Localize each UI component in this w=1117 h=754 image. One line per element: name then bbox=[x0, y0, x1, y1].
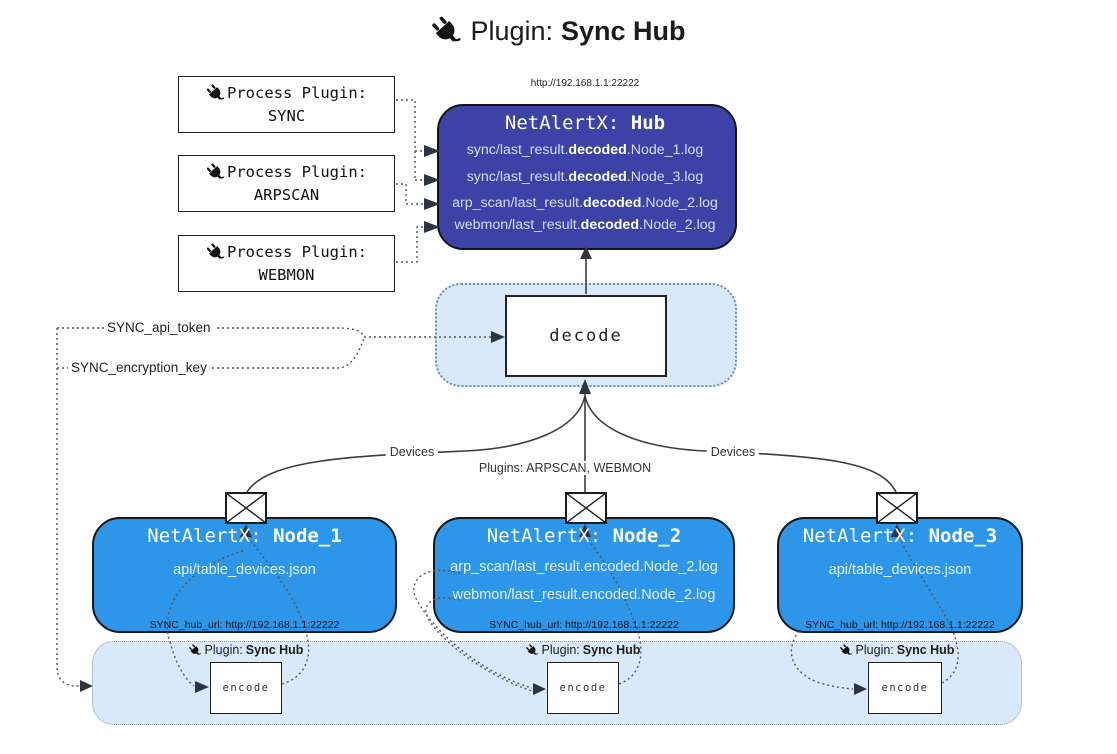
log-prefix: sync/last_result. bbox=[466, 142, 569, 158]
page-title-name: Sync Hub bbox=[561, 16, 686, 46]
plug-icon bbox=[431, 16, 463, 47]
log-suffix: .Node_1.log bbox=[626, 142, 704, 158]
node1-title: NetAlertX: Node_1 bbox=[92, 525, 397, 547]
plug-icon bbox=[206, 162, 225, 182]
encoder-label-name: Sync Hub bbox=[245, 643, 304, 657]
log-prefix: webmon/last_result. bbox=[454, 217, 581, 233]
encoder-label-prefix: Plugin: bbox=[204, 643, 243, 657]
process-plugin-box-sync: Process Plugin: SYNC bbox=[178, 76, 395, 133]
log-bold: decoded bbox=[583, 195, 642, 211]
page-title-prefix: Plugin: bbox=[470, 16, 554, 46]
log-bold: decoded bbox=[568, 142, 627, 158]
process-plugin-box-arpscan: Process Plugin: ARPSCAN bbox=[178, 155, 395, 212]
node-title-prefix: NetAlertX: bbox=[147, 525, 274, 547]
encode1-box: encode bbox=[210, 662, 282, 714]
page-title: Plugin: Sync Hub bbox=[0, 16, 1117, 47]
node-title-name: Node_1 bbox=[273, 525, 342, 547]
process-plugin-name: SYNC bbox=[267, 106, 306, 125]
encode2-box: encode bbox=[547, 662, 619, 714]
envelope1-to-decode-curve bbox=[246, 395, 586, 493]
node-title-prefix: NetAlertX: bbox=[802, 525, 929, 547]
decode-box: decode bbox=[505, 295, 667, 377]
hub-title-prefix: NetAlertX: bbox=[504, 112, 631, 134]
encoder2-label: Plugin: Sync Hub bbox=[525, 643, 641, 657]
plug-icon bbox=[206, 83, 225, 103]
arpscan-connector bbox=[396, 183, 423, 205]
log-bold: decoded bbox=[568, 169, 627, 185]
hub-log-line: arp_scan/last_result.decoded.Node_2.log bbox=[437, 195, 733, 211]
encoder-label-name: Sync Hub bbox=[582, 643, 641, 657]
node-title-name: Node_2 bbox=[612, 525, 682, 547]
process-plugin-label: Process Plugin: bbox=[227, 163, 367, 182]
encoder1-label: Plugin: Sync Hub bbox=[188, 643, 304, 657]
encoder-label-name: Sync Hub bbox=[896, 643, 955, 657]
log-suffix: .Node_3.log bbox=[626, 169, 704, 185]
node3-title: NetAlertX: Node_3 bbox=[777, 525, 1023, 547]
sync-encryption-key-label: SYNC_encryption_key bbox=[68, 360, 210, 375]
encode3-box: encode bbox=[868, 662, 942, 714]
envelope3-to-decode-curve bbox=[584, 395, 897, 493]
process-plugin-label: Process Plugin: bbox=[227, 84, 367, 103]
process-plugin-name: WEBMON bbox=[258, 265, 315, 284]
node1-hub-url: SYNC_hub_url: http://192.168.1.1:22222 bbox=[149, 619, 340, 631]
webmon-connector bbox=[396, 226, 423, 263]
encoder-label-prefix: Plugin: bbox=[855, 643, 894, 657]
node3-line: api/table_devices.json bbox=[828, 562, 972, 578]
node-title-prefix: NetAlertX: bbox=[486, 525, 613, 547]
process-plugin-label: Process Plugin: bbox=[227, 243, 367, 262]
node1-line: api/table_devices.json bbox=[173, 562, 316, 578]
log-suffix: .Node_2.log bbox=[639, 217, 716, 233]
plug-icon bbox=[206, 242, 225, 262]
encoder-label-prefix: Plugin: bbox=[541, 643, 580, 657]
plug-icon bbox=[188, 643, 202, 657]
sync-api-token-label: SYNC_api_token bbox=[104, 320, 214, 335]
token-to-encoders bbox=[56, 328, 80, 687]
log-suffix: .Node_2.log bbox=[641, 195, 718, 211]
hub-title: NetAlertX: Hub bbox=[437, 112, 733, 134]
plug-icon bbox=[525, 643, 539, 657]
hub-log-line: sync/last_result.decoded.Node_1.log bbox=[437, 142, 733, 158]
log-prefix: arp_scan/last_result. bbox=[452, 195, 584, 211]
edge-label-devices-left: Devices bbox=[385, 445, 439, 459]
hub-log-line: webmon/last_result.decoded.Node_2.log bbox=[437, 217, 733, 233]
encoder3-label: Plugin: Sync Hub bbox=[839, 643, 955, 657]
plug-icon bbox=[839, 643, 853, 657]
hub-title-name: Hub bbox=[630, 112, 666, 134]
edge-label-plugins: Plugins: ARPSCAN, WEBMON bbox=[474, 461, 656, 475]
log-prefix: sync/last_result. bbox=[466, 169, 569, 185]
log-bold: decoded bbox=[580, 217, 639, 233]
hub-box bbox=[437, 104, 737, 250]
edge-label-devices-right: Devices bbox=[706, 445, 760, 459]
node2-hub-url: SYNC_hub_url: http://192.168.1.1:22222 bbox=[489, 619, 679, 631]
node2-title: NetAlertX: Node_2 bbox=[433, 525, 735, 547]
hub-log-line: sync/last_result.decoded.Node_3.log bbox=[437, 169, 733, 185]
node-title-name: Node_3 bbox=[928, 525, 998, 547]
process-plugin-name: ARPSCAN bbox=[253, 185, 320, 204]
process-plugin-box-webmon: Process Plugin: WEBMON bbox=[178, 235, 395, 292]
sync-connector bbox=[396, 99, 416, 180]
node2-line: arp_scan/last_result.encoded.Node_2.log bbox=[450, 559, 718, 575]
hub-url-label: http://192.168.1.1:22222 bbox=[530, 78, 640, 89]
node3-hub-url: SYNC_hub_url: http://192.168.1.1:22222 bbox=[805, 619, 995, 631]
node2-line: webmon/last_result.encoded.Node_2.log bbox=[452, 587, 716, 603]
